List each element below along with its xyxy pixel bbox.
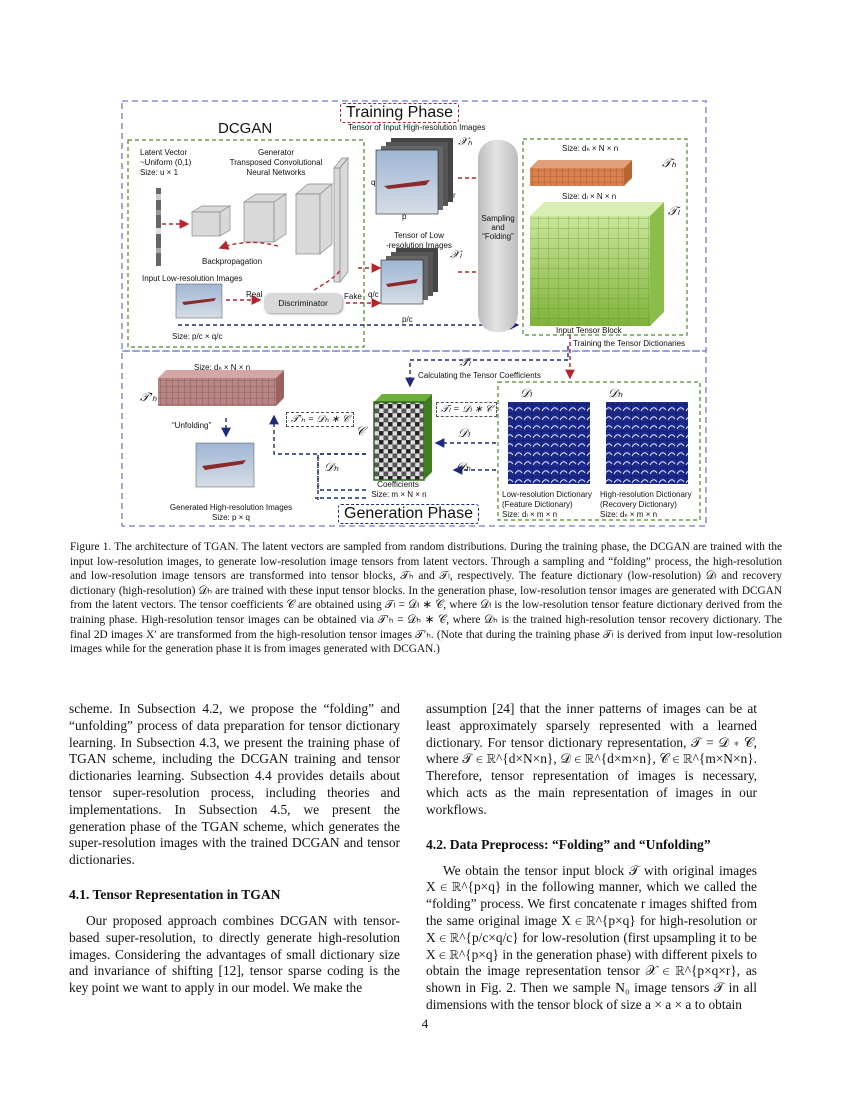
input-lowres-label: Input Low-resolution Images (142, 274, 243, 283)
generator-label-2: Transposed Convolutional (226, 158, 326, 167)
real-label: Real (246, 290, 262, 299)
latent-vector-label-3: Size: u × 1 (140, 168, 178, 177)
training-phase-title: Training Phase (340, 103, 459, 123)
eq-tl: 𝒯ₗ = 𝒟ₗ ∗ 𝒞 (436, 402, 497, 417)
right-column: assumption [24] that the inner patterns … (426, 701, 757, 1014)
coeff-size-label: Size: m × N × n (354, 490, 444, 499)
sampling-label-1: Sampling (478, 214, 518, 223)
hr-tensor-symbol: 𝒳ₕ (458, 135, 472, 149)
left-paragraph-1: scheme. In Subsection 4.2, we propose th… (69, 701, 400, 869)
generation-phase-title: Generation Phase (338, 504, 479, 524)
coefficients-label: Coefficients (358, 480, 438, 489)
figure-caption: Figure 1. The architecture of TGAN. The … (70, 540, 782, 657)
right-paragraph-1: assumption [24] that the inner patterns … (426, 701, 757, 819)
latent-vector-label-2: ~Uniform (0,1) (140, 158, 191, 167)
figure-graphics (118, 98, 710, 530)
lr-dict-label-3: Size: dₗ × m × n (502, 510, 557, 519)
c-symbol: 𝒞 (356, 424, 365, 439)
dh-dict-symbol: 𝒟ₕ (608, 386, 622, 401)
size-dh-label: Size: dₕ × N × n (562, 144, 618, 153)
training-dicts-label: Training the Tensor Dictionaries (573, 339, 685, 348)
dim-qc: q/c (368, 290, 379, 299)
dim-p: p (402, 212, 406, 221)
dim-r: r (453, 191, 456, 200)
th-symbol: 𝒯ₕ (662, 156, 676, 171)
generator-label-3: Neural Networks (226, 168, 326, 177)
dh-arrow-symbol-left: 𝒟ₕ (324, 460, 338, 475)
input-tensor-block-label: Input Tensor Block (556, 326, 622, 335)
section-heading-4-1: 4.1. Tensor Representation in TGAN (69, 886, 400, 903)
lr-tensor-symbol: 𝒳ₗ (450, 248, 461, 262)
left-paragraph-2: Our proposed approach combines DCGAN wit… (69, 913, 400, 997)
hr-tensor-title: Tensor of Input High-resolution Images (348, 123, 485, 132)
right-paragraph-2: We obtain the tensor input block 𝒯 with … (426, 863, 757, 1014)
backpropagation-label: Backpropagation (202, 257, 262, 266)
generated-hr-label: Generated High-resolution Images (158, 503, 304, 512)
dh-arrow-symbol-right: 𝒟ₕ (456, 460, 470, 475)
dl-dict-symbol: 𝒟ₗ (520, 386, 532, 401)
hr-dict-label-1: High-resolution Dictionary (600, 490, 692, 499)
tl-symbol: 𝒯ₗ (668, 204, 679, 219)
left-column: scheme. In Subsection 4.2, we propose th… (69, 701, 400, 997)
sampling-label-3: “Folding” (478, 232, 518, 241)
dim-q: q (371, 178, 375, 187)
lr-dict-label-2: (Feature Dictionary) (502, 500, 573, 509)
hr-dict-label-3: Size: dₕ × m × n (600, 510, 657, 519)
size-dl-label: Size: dₗ × N × n (562, 192, 616, 201)
eq-th-prime: 𝒯′ₕ = 𝒟ₕ ∗ 𝒞 (286, 412, 354, 427)
calc-coeffs-label: Calculating the Tensor Coefficients (418, 371, 541, 380)
generator-label-1: Generator (226, 148, 326, 157)
dim-pc: p/c (402, 315, 413, 324)
sampling-label-2: and (478, 223, 518, 232)
hr-dict-label-2: (Recovery Dictionary) (600, 500, 677, 509)
section-heading-4-2: 4.2. Data Preprocess: “Folding” and “Unf… (426, 836, 757, 853)
sampling-folding-block: Sampling and “Folding” (478, 140, 518, 332)
lowres-size-label: Size: p/c × q/c (172, 332, 222, 341)
architecture-figure: Training Phase Generation Phase DCGAN La… (118, 98, 710, 530)
th-prime-symbol: 𝒯′ₕ (140, 390, 157, 405)
unfolding-label: “Unfolding” (172, 421, 211, 430)
size-dh-gen-label: Size: dₕ × N × n (194, 363, 250, 372)
lr-tensor-title-1: Tensor of Low (374, 231, 464, 240)
dl-arrow-symbol: 𝒟ₗ (458, 426, 470, 441)
fake-label: Fake (344, 292, 362, 301)
latent-vector-label-1: Latent Vector (140, 148, 187, 157)
tl-arrow-symbol: 𝒯ₗ (460, 356, 470, 370)
generated-size-label: Size: p × q (178, 513, 284, 522)
page-number: 4 (0, 1016, 850, 1032)
discriminator-box: Discriminator (264, 293, 342, 313)
dcgan-label: DCGAN (218, 120, 272, 137)
lr-dict-label-1: Low-resolution Dictionary (502, 490, 592, 499)
